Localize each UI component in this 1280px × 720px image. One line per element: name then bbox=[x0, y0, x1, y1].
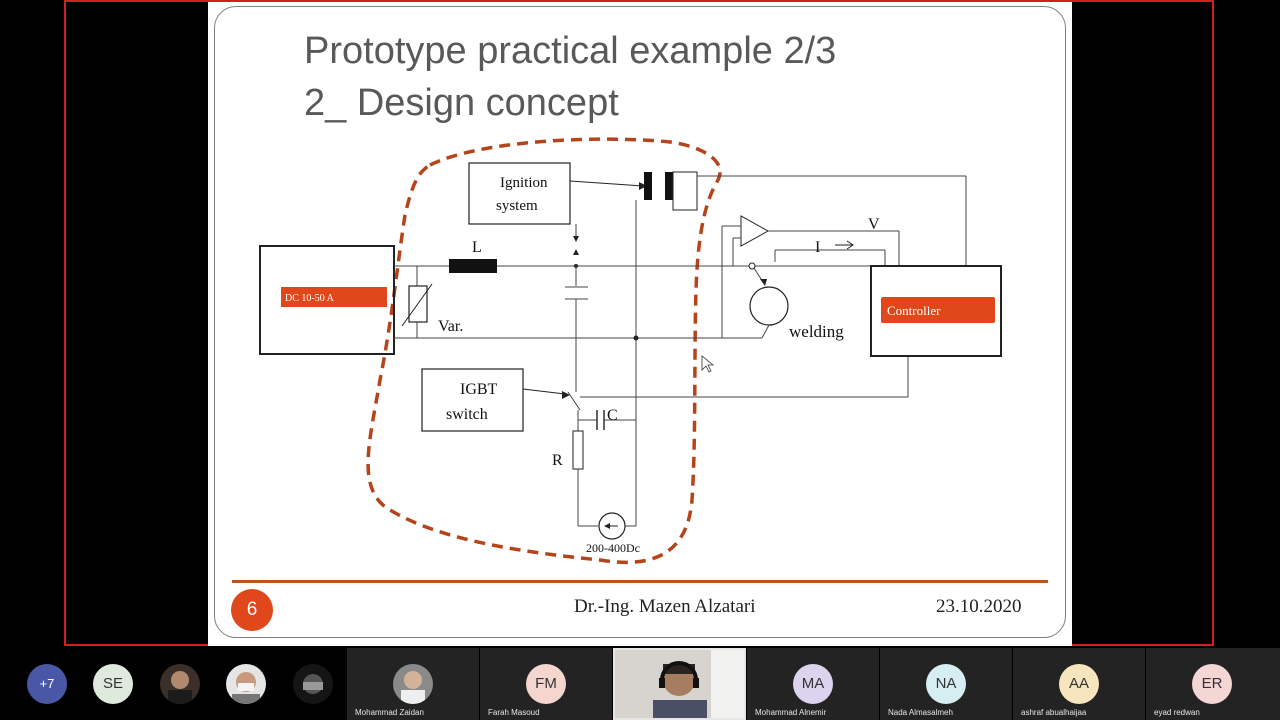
transformer-core bbox=[644, 172, 652, 200]
tile-mohammad-alnemir[interactable]: MA Mohammad Alnemir bbox=[747, 648, 879, 720]
welding-label: welding bbox=[789, 322, 844, 341]
tile-ashraf-abualhaijaa[interactable]: AA ashraf abualhaijaa bbox=[1013, 648, 1145, 720]
dc-source-label-bg bbox=[281, 287, 387, 307]
voltage-label: V bbox=[868, 216, 880, 233]
slide-title-line1: Prototype practical example 2/3 bbox=[304, 30, 837, 72]
participant-photo-3[interactable] bbox=[293, 664, 333, 704]
voltage-amplifier bbox=[740, 215, 770, 247]
avatar-se[interactable]: SE bbox=[93, 664, 133, 704]
resistor-label: R bbox=[552, 452, 563, 469]
current-label: I bbox=[815, 239, 820, 256]
tile-nada-almasalmeh[interactable]: NA Nada Almasalmeh bbox=[880, 648, 1012, 720]
more-participants-button[interactable]: +7 bbox=[27, 664, 67, 704]
tile-eyad-redwan[interactable]: ER eyad redwan bbox=[1146, 648, 1280, 720]
igbt-arrow bbox=[522, 388, 566, 395]
tile-farah-masoud[interactable]: FM Farah Masoud bbox=[480, 648, 612, 720]
igbt-label-1: IGBT bbox=[460, 381, 498, 398]
slide-number-badge: 6 bbox=[231, 589, 273, 631]
speaker-video bbox=[615, 650, 744, 718]
avatar-na: NA bbox=[926, 664, 966, 704]
varistor bbox=[408, 285, 428, 323]
ignition-label-2: system bbox=[496, 198, 538, 214]
avatar-fm: FM bbox=[526, 664, 566, 704]
tile-active-speaker[interactable] bbox=[613, 648, 746, 720]
inductor bbox=[449, 259, 497, 273]
varistor-label: Var. bbox=[438, 318, 463, 335]
igbt-switch-box bbox=[421, 368, 524, 432]
controller-label-bg bbox=[881, 297, 995, 323]
avatar-ma: MA bbox=[793, 664, 833, 704]
footer-date: 23.10.2020 bbox=[936, 596, 1022, 617]
avatar-aa: AA bbox=[1059, 664, 1099, 704]
inductor-label: L bbox=[472, 239, 482, 256]
ignition-arrow bbox=[569, 180, 644, 187]
mouse-pointer-icon bbox=[701, 355, 715, 373]
ignition-label-1: Ignition bbox=[500, 175, 548, 191]
participant-strip: +7 SE Mohammad Zaidan FM Farah Masoud MA bbox=[0, 648, 1280, 720]
participant-name: Mohammad Alnemir bbox=[755, 708, 827, 717]
participant-name: Mohammad Zaidan bbox=[355, 708, 424, 717]
dc-source-box bbox=[259, 245, 395, 355]
ignition-system-box bbox=[468, 162, 571, 225]
dc-source-label: DC 10-50 A bbox=[285, 293, 335, 304]
participant-name: eyad redwan bbox=[1154, 708, 1200, 717]
participant-name: Farah Masoud bbox=[488, 708, 540, 717]
avatar-er: ER bbox=[1192, 664, 1232, 704]
resistor-r bbox=[572, 430, 584, 470]
participant-photo-zaidan bbox=[393, 664, 433, 704]
footer-author: Dr.-Ing. Mazen Alzatari bbox=[574, 596, 756, 617]
welding-arc bbox=[749, 286, 789, 326]
participant-photo-1[interactable] bbox=[160, 664, 200, 704]
participant-name: Nada Almasalmeh bbox=[888, 708, 953, 717]
igbt-switch-blade bbox=[567, 391, 581, 411]
capacitor-label: C bbox=[607, 407, 618, 424]
dashed-boundary bbox=[366, 137, 722, 565]
supply-label: 200-400Dc bbox=[586, 541, 640, 555]
igbt-label-2: switch bbox=[446, 406, 488, 423]
participant-photo-2[interactable] bbox=[226, 664, 266, 704]
footer-divider bbox=[232, 580, 1048, 583]
participant-name: ashraf abualhaijaa bbox=[1021, 708, 1087, 717]
controller-label: Controller bbox=[887, 303, 941, 318]
slide-title-line2: 2_ Design concept bbox=[304, 82, 619, 124]
varistor-slash bbox=[401, 283, 433, 327]
tile-mohammad-zaidan[interactable]: Mohammad Zaidan bbox=[347, 648, 479, 720]
